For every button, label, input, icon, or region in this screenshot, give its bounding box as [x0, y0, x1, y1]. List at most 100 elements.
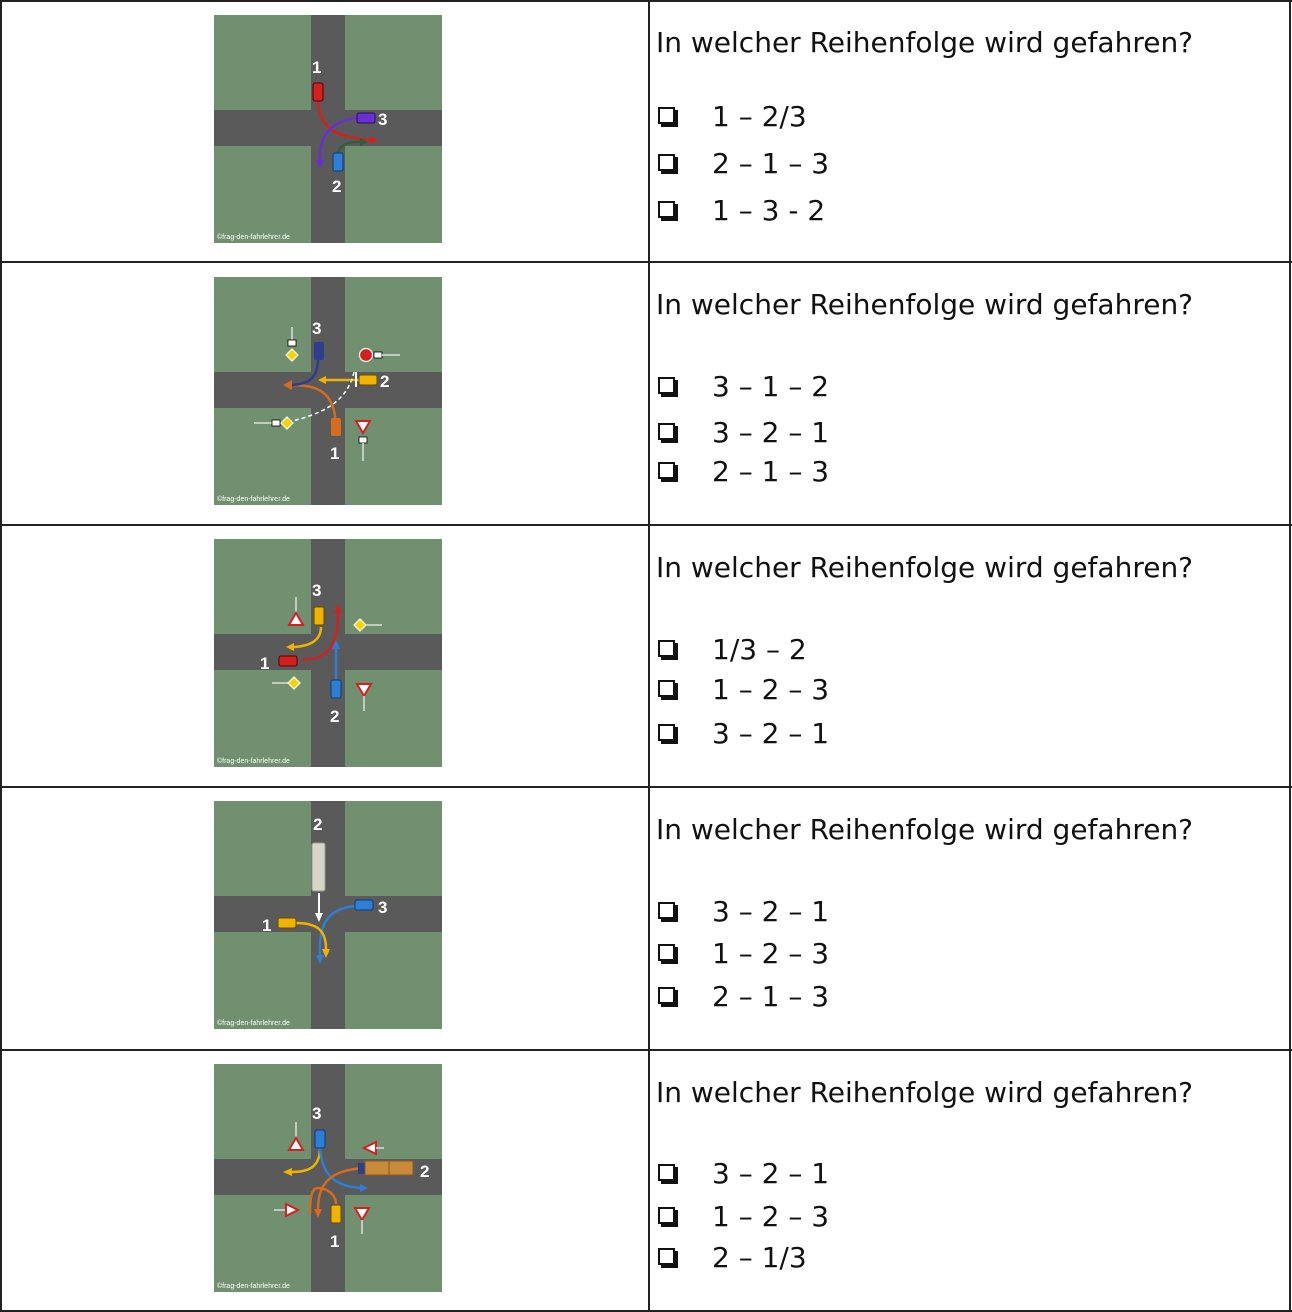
- vehicle-yellow-car: [330, 1204, 342, 1224]
- svg-text:©frag-den-fahrlehrer.de: ©frag-den-fahrlehrer.de: [217, 495, 290, 503]
- question-row-5: 3 2 1 ©frag-den-fahrlehrer.de In welcher…: [0, 1050, 1292, 1312]
- svg-text:1: 1: [330, 1232, 339, 1251]
- checkbox[interactable]: [658, 377, 675, 394]
- svg-text:1: 1: [330, 444, 339, 463]
- priority-road-sign: [272, 676, 301, 690]
- yield-sign: [354, 420, 372, 461]
- one-time-priority-sign: [361, 1140, 384, 1156]
- table-border-top: [0, 0, 1292, 2]
- row-divider: [0, 524, 1292, 526]
- checkbox[interactable]: [658, 201, 675, 218]
- stop-sign: [358, 347, 400, 363]
- question-row-2: 3 2 1 ©frag-den-fahrlehrer.de In welcher…: [0, 262, 1292, 525]
- vehicle-yellow-car: [313, 606, 325, 626]
- checkbox[interactable]: [658, 107, 675, 124]
- column-divider: [648, 0, 650, 1312]
- intersection-illustration-5: 3 2 1 ©frag-den-fahrlehrer.de: [214, 1064, 442, 1292]
- priority-road-sign: [353, 618, 382, 632]
- svg-text:©frag-den-fahrlehrer.de: ©frag-den-fahrlehrer.de: [217, 1019, 290, 1027]
- question-text: In welcher Reihenfolge wird gefahren?: [656, 26, 1194, 59]
- vehicle-tram: [311, 842, 326, 892]
- option-label: 3 – 2 – 1: [712, 416, 830, 449]
- checkbox[interactable]: [658, 724, 675, 741]
- table-border-left: [0, 0, 2, 1312]
- vehicle-navy-car: [314, 342, 324, 360]
- option-label: 3 – 2 – 1: [712, 1157, 830, 1190]
- svg-text:1: 1: [262, 916, 271, 935]
- intersection-illustration-3: 3 1 2 ©frag-den-fahrlehrer.de: [214, 539, 442, 767]
- svg-text:2: 2: [420, 1162, 429, 1181]
- svg-text:3: 3: [312, 581, 321, 600]
- option-label: 1 – 2 – 3: [712, 673, 830, 706]
- option-label: 2 – 1 – 3: [712, 455, 830, 488]
- vehicle-yellow-car: [358, 374, 378, 386]
- svg-text:2: 2: [330, 707, 339, 726]
- vehicle-purple-car: [356, 112, 376, 124]
- label-1: 1: [312, 58, 321, 77]
- label-2: 2: [332, 177, 341, 196]
- svg-text:2: 2: [313, 815, 322, 834]
- option-label: 1 – 3 - 2: [712, 194, 826, 227]
- option-label: 1 – 2 – 3: [712, 937, 830, 970]
- option-label: 1/3 – 2: [712, 633, 807, 666]
- svg-text:3: 3: [312, 319, 321, 338]
- svg-text:3: 3: [312, 1104, 321, 1123]
- yield-sign: [287, 1122, 305, 1151]
- option-label: 3 – 1 – 2: [712, 370, 830, 403]
- svg-text:2: 2: [380, 372, 389, 391]
- checkbox[interactable]: [658, 987, 675, 1004]
- vehicle-orange-car: [331, 418, 341, 436]
- question-row-3: 3 1 2 ©frag-den-fahrlehrer.de In welcher…: [0, 525, 1292, 787]
- row-divider: [0, 1049, 1292, 1051]
- priority-road-sign: [254, 416, 294, 430]
- question-text: In welcher Reihenfolge wird gefahren?: [656, 1076, 1194, 1109]
- option-label: 2 – 1 – 3: [712, 980, 830, 1013]
- watermark: ©frag-den-fahrlehrer.de: [217, 233, 290, 241]
- checkbox[interactable]: [658, 423, 675, 440]
- option-label: 1 – 2/3: [712, 100, 807, 133]
- intersection-illustration-2: 3 2 1 ©frag-den-fahrlehrer.de: [214, 277, 442, 505]
- option-label: 2 – 1/3: [712, 1241, 807, 1274]
- option-label: 2 – 1 – 3: [712, 147, 830, 180]
- yield-sign: [287, 597, 305, 626]
- checkbox[interactable]: [658, 944, 675, 961]
- vehicle-blue-car: [354, 899, 374, 911]
- question-row-4: 2 1 3 ©frag-den-fahrlehrer.de In welcher…: [0, 787, 1292, 1050]
- vehicle-yellow-car: [277, 917, 297, 929]
- checkbox[interactable]: [658, 640, 675, 657]
- row-divider: [0, 786, 1292, 788]
- svg-text:©frag-den-fahrlehrer.de: ©frag-den-fahrlehrer.de: [217, 1282, 290, 1290]
- intersection-illustration-1: 1 2 3 ©frag-den-fahrlehrer.de: [214, 15, 442, 243]
- vehicle-blue-car: [330, 679, 342, 699]
- vehicle-blue-car: [332, 152, 344, 172]
- option-label: 3 – 2 – 1: [712, 895, 830, 928]
- checkbox[interactable]: [658, 1164, 675, 1181]
- intersection-illustration-4: 2 1 3 ©frag-den-fahrlehrer.de: [214, 801, 442, 1029]
- vehicle-red-car: [312, 82, 324, 102]
- priority-road-sign: [285, 327, 299, 362]
- question-text: In welcher Reihenfolge wird gefahren?: [656, 288, 1194, 321]
- vehicle-blue-car: [314, 1129, 326, 1149]
- yield-sign: [355, 683, 373, 711]
- question-row-1: 1 2 3 ©frag-den-fahrlehrer.de In welcher…: [0, 0, 1292, 262]
- svg-text:1: 1: [260, 654, 269, 673]
- question-text: In welcher Reihenfolge wird gefahren?: [656, 551, 1194, 584]
- checkbox[interactable]: [658, 1248, 675, 1265]
- table-border-right: [1289, 0, 1291, 1312]
- option-label: 3 – 2 – 1: [712, 717, 830, 750]
- svg-text:3: 3: [378, 898, 387, 917]
- checkbox[interactable]: [658, 680, 675, 697]
- right-of-way-sign: [274, 1202, 301, 1218]
- checkbox[interactable]: [658, 902, 675, 919]
- option-label: 1 – 2 – 3: [712, 1200, 830, 1233]
- label-3: 3: [378, 110, 387, 129]
- vehicle-truck: [358, 1160, 414, 1176]
- checkbox[interactable]: [658, 1207, 675, 1224]
- svg-text:©frag-den-fahrlehrer.de: ©frag-den-fahrlehrer.de: [217, 757, 290, 765]
- question-text: In welcher Reihenfolge wird gefahren?: [656, 813, 1194, 846]
- checkbox[interactable]: [658, 154, 675, 171]
- checkbox[interactable]: [658, 462, 675, 479]
- vehicle-red-car: [278, 655, 298, 667]
- yield-sign: [353, 1207, 371, 1234]
